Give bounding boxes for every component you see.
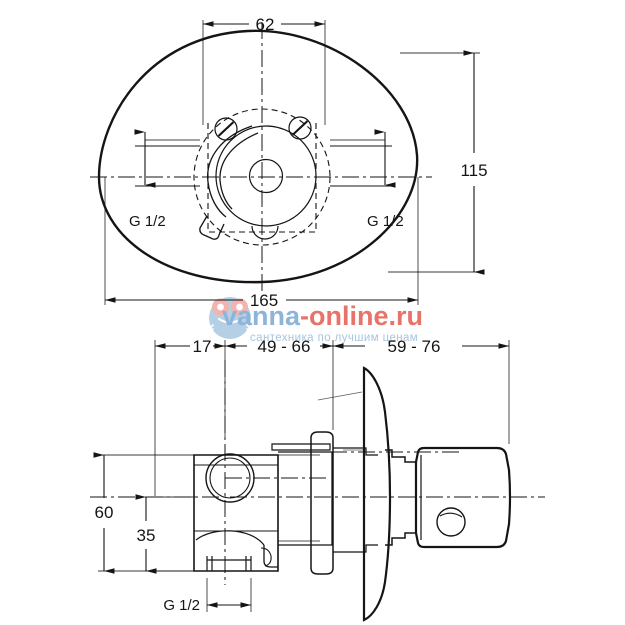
flange-disc [310,431,334,575]
dim-62: 62 [202,15,326,125]
lever-arc-inner [219,132,259,210]
valve-body-rect [193,454,279,572]
port-inner-circle [209,457,251,499]
valve-body-block [193,453,279,572]
side-view-centerlines [90,360,545,585]
handle-outline [414,446,512,549]
fixing-screw-left [214,117,238,141]
bottom-thread-marks [206,556,252,571]
lever-tab [199,215,225,240]
grub-screw-circle [436,507,466,537]
side-dim-ext-lines [154,340,510,496]
dim-115: 115 [388,50,488,275]
dim-115-label: 115 [460,161,487,180]
fixing-screw-right [288,116,312,140]
guide-rod-rect [271,443,331,451]
thread-label-bottom: G 1/2 [163,597,200,614]
flange-disc-profile [310,431,334,575]
dim-17-label: 17 [193,337,212,356]
guide-rod [271,443,331,451]
dim-165: 165 [104,177,419,310]
handle-knob [414,446,512,549]
lever-arc-outer [207,125,253,218]
dim-60: 60 [93,452,196,574]
valve-mechanism-front [199,116,317,240]
outlet-dome [195,530,265,546]
grub-screw-arc [439,512,463,518]
oval-outline [97,29,419,284]
sleeve-body [278,451,333,546]
spindle-section [333,447,378,553]
stop-pin [251,225,279,240]
outlet-spout-inner [260,547,272,567]
dim-49-66-label: 49 - 66 [258,337,311,356]
thread-label-right: G 1/2 [367,213,404,230]
inlet-outlet-stubs [135,145,392,187]
dim-49-66: 49 - 66 [225,337,333,356]
dim-165-label: 165 [250,291,278,310]
dim-60-label: 60 [95,503,114,522]
escutcheon-leader [317,391,363,401]
dim-62-label: 62 [256,15,275,34]
port-height-ticks [134,129,396,188]
dim-59-76: 59 - 76 [333,337,509,356]
dim-bottom-thread: G 1/2 [163,578,252,614]
cartridge-hub [248,158,284,194]
dim-35: 35 [135,494,196,574]
dim-35-label: 35 [137,526,156,545]
cartridge-outer-ring [215,125,317,227]
extension-sleeve [278,451,333,546]
handle-shoulder [385,449,416,546]
thread-label-left: G 1/2 [129,213,166,230]
dim-17: 17 [155,337,225,356]
escutcheon-cover [317,366,392,622]
port-outer-circle [205,453,255,503]
front-view-oval-plate [97,29,419,284]
dim-59-76-label: 59 - 76 [388,337,441,356]
dashed-outer-circle [193,108,331,246]
escutcheon-profile [362,366,392,622]
